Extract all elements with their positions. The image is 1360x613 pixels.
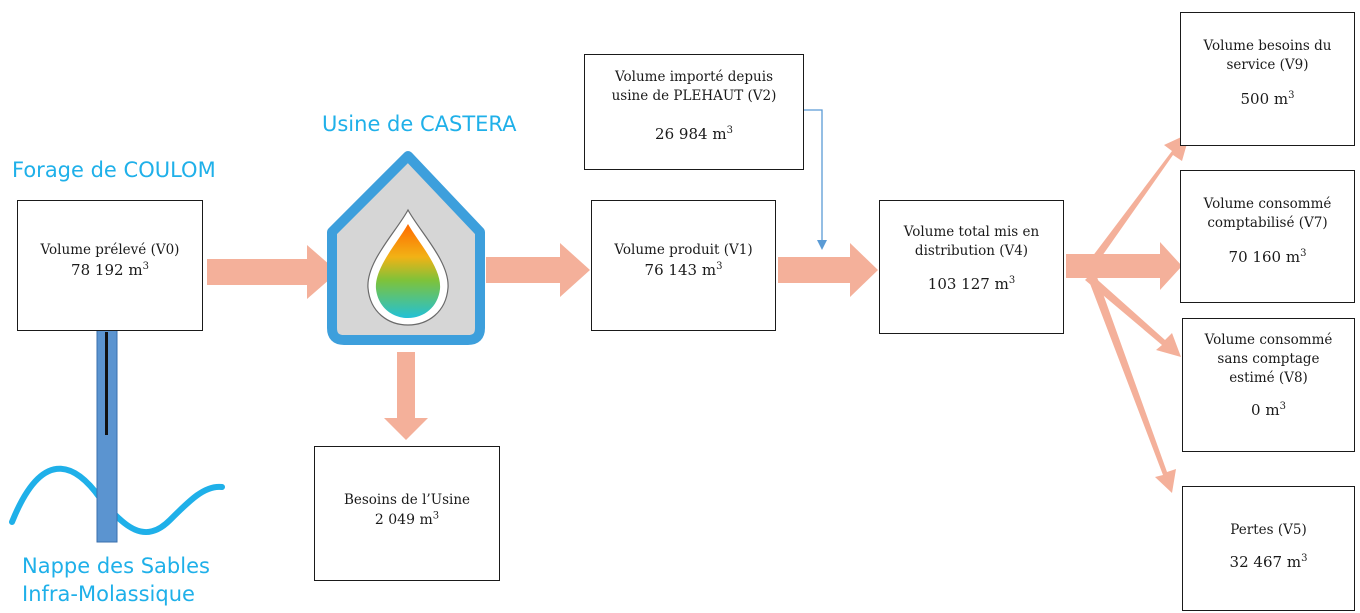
box-label-line2: usine de PLEHAUT (V2)	[611, 88, 777, 104]
box-label: Pertes (V5)	[1230, 522, 1307, 538]
box-volume-importe-v2: Volume importé depuis usine de PLEHAUT (…	[584, 54, 804, 170]
box-consomme-comptabilise-v7: Volume consommé comptabilisé (V7) 70 160…	[1180, 170, 1355, 303]
aquifer-wave-icon	[9, 465, 225, 536]
box-volume-total-v4: Volume total mis en distribution (V4) 10…	[879, 200, 1064, 334]
box-label-line2: comptabilisé (V7)	[1207, 215, 1328, 231]
usine-title: Usine de CASTERA	[322, 112, 517, 136]
flow-arrow-v0-usine	[207, 245, 338, 299]
flow-arrow-v4-v9	[1087, 133, 1190, 266]
box-label: Volume produit (V1)	[614, 242, 753, 258]
box-label-line2: service (V9)	[1226, 57, 1309, 73]
box-value: 32 467 m3	[1229, 553, 1308, 571]
box-value: 26 984 m3	[655, 125, 733, 143]
box-pertes-v5: Pertes (V5) 32 467 m3	[1182, 486, 1355, 611]
borehole-well-icon	[96, 329, 118, 543]
box-label: Besoins de l’Usine	[343, 492, 471, 508]
box-volume-produit-v1: Volume produit (V1) 76 143 m3	[591, 200, 776, 331]
box-besoins-service-v9: Volume besoins du service (V9) 500 m3	[1180, 12, 1355, 146]
flow-arrow-v4-v8	[1085, 274, 1181, 357]
nappe-title-line1: Nappe des Sables	[22, 554, 210, 578]
box-value: 103 127 m3	[927, 275, 1016, 293]
box-value: 78 192 m3	[71, 261, 149, 279]
flow-arrow-v4-v5	[1089, 277, 1176, 493]
connector-v2-v4	[804, 109, 823, 242]
flow-arrow-v1-v4	[778, 243, 878, 297]
box-value: 0 m3	[1251, 401, 1286, 419]
box-consomme-sans-comptage-v8: Volume consommé sans comptage estimé (V8…	[1182, 318, 1355, 452]
nappe-title-line2: Infra-Molassique	[22, 582, 195, 606]
connector-v2-v4-head	[817, 240, 827, 250]
box-value: 70 160 m3	[1228, 248, 1307, 266]
box-value: 2 049 m3	[374, 510, 440, 528]
box-label-line3: estimé (V8)	[1229, 370, 1308, 386]
forage-title: Forage de COULOM	[12, 158, 216, 182]
box-label-line1: Volume consommé	[1203, 196, 1332, 212]
water-treatment-house-icon	[327, 151, 485, 345]
flow-arrow-usine-v1	[486, 243, 590, 297]
box-label-line1: Volume importé depuis	[615, 69, 773, 85]
box-label-line2: sans comptage	[1217, 351, 1320, 367]
box-label-line1: Volume besoins du	[1203, 38, 1332, 54]
flow-arrow-v4-v7	[1066, 242, 1182, 290]
box-value: 500 m3	[1240, 90, 1295, 108]
box-label-line1: Volume total mis en	[903, 224, 1040, 240]
flow-arrow-usine-besoins	[384, 352, 428, 440]
box-label: Volume prélevé (V0)	[40, 242, 180, 258]
box-label-line2: distribution (V4)	[914, 243, 1029, 259]
box-value: 76 143 m3	[644, 261, 723, 279]
box-besoins-usine: Besoins de l’Usine 2 049 m3	[314, 446, 500, 581]
box-volume-preleve-v0: Volume prélevé (V0) 78 192 m3	[17, 200, 203, 331]
box-label-line1: Volume consommé	[1204, 332, 1333, 348]
